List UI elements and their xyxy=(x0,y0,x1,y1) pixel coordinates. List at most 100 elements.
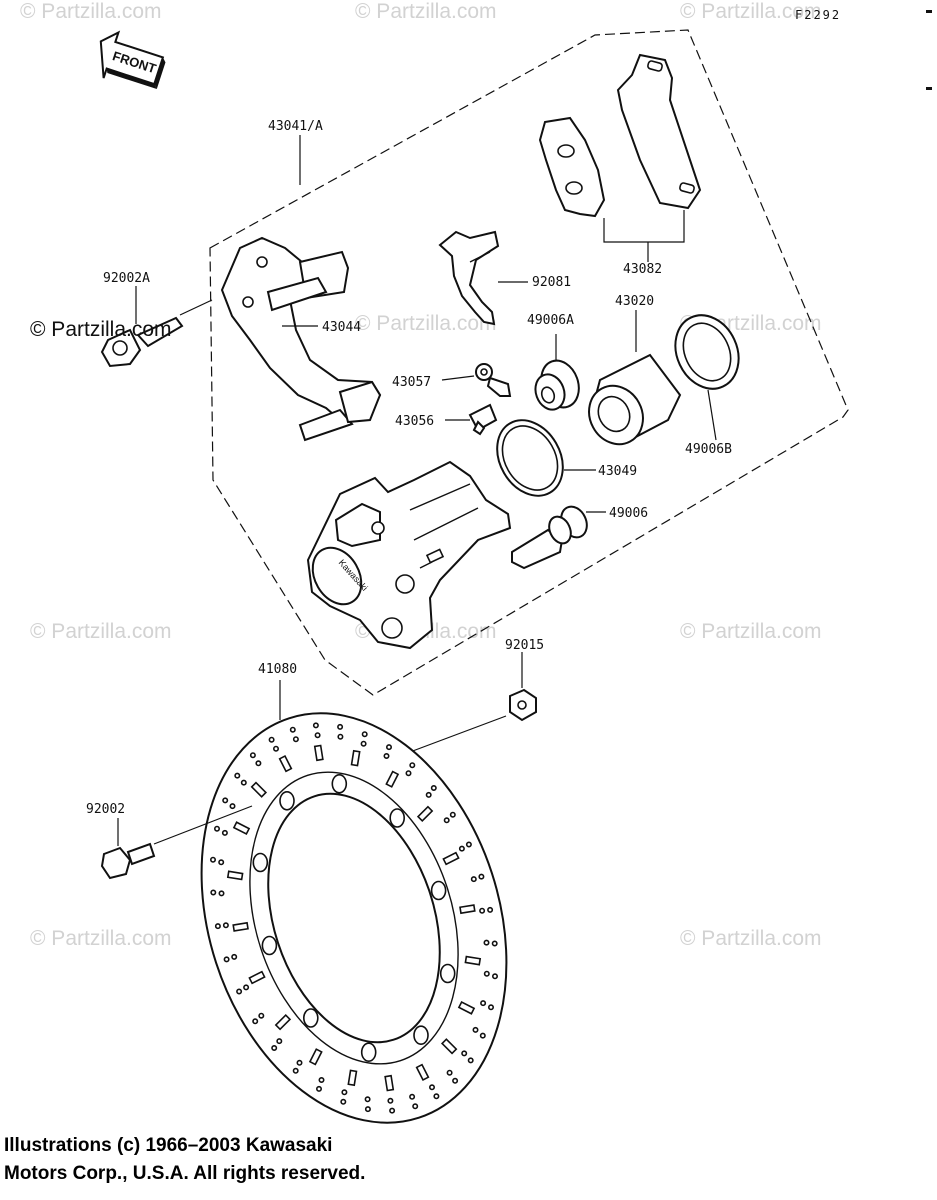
leader-92002a xyxy=(179,299,213,316)
disc-drill-hole xyxy=(337,723,344,730)
piston-seal xyxy=(674,314,740,390)
disc-drill-holes xyxy=(210,722,498,1114)
disc-drill-hole xyxy=(340,1098,347,1105)
disc-drill-hole xyxy=(428,1084,435,1091)
disc-drill-hole xyxy=(470,876,477,883)
disc-drill-hole xyxy=(360,740,367,747)
disc-slot xyxy=(274,1013,292,1031)
disc-drill-hole xyxy=(249,752,256,759)
figure-code: F2292 xyxy=(795,8,841,22)
disc-drill-hole xyxy=(433,1093,440,1100)
disc-drill-hole xyxy=(364,1096,371,1103)
disc-drill-hole xyxy=(223,956,230,963)
brake-pad-front xyxy=(538,116,606,218)
disc-drill-hole xyxy=(405,770,412,777)
piston xyxy=(588,353,682,446)
disc-slot xyxy=(440,1038,458,1055)
part-labels: 43041/A 92002A © Partzilla.com 43044 920… xyxy=(30,119,732,817)
disc-drill-hole xyxy=(480,1000,487,1007)
disc-drill-hole xyxy=(214,825,221,832)
disc-drill-hole xyxy=(236,988,243,995)
copyright-line: Illustrations (c) 1966–2003 Kawasaki xyxy=(4,1135,333,1156)
disc-drill-hole xyxy=(430,784,437,791)
disc-slot xyxy=(313,744,324,762)
disc-drill-hole xyxy=(491,973,498,980)
bleeder-valve xyxy=(468,403,498,436)
part-label: 92002A xyxy=(103,271,150,286)
brake-pad-rear xyxy=(616,53,702,210)
disc-drill-hole xyxy=(479,1032,486,1039)
leader-92015 xyxy=(409,715,507,753)
watermark: © Partzilla.com xyxy=(680,620,822,643)
front-arrow-icon: FRONT xyxy=(99,30,166,90)
disc-drill-hole xyxy=(214,923,221,930)
disc-slot xyxy=(350,749,361,767)
edge-mark xyxy=(926,87,932,90)
disc-drill-hole xyxy=(229,803,236,810)
disc-slot xyxy=(457,1000,476,1015)
watermark: © Partzilla.com xyxy=(680,0,822,23)
disc-drill-hole xyxy=(234,772,241,779)
watermark: © Partzilla.com xyxy=(355,312,497,335)
disc-drill-hole xyxy=(483,939,490,946)
disc-drill-hole xyxy=(222,797,229,804)
disc-slot xyxy=(385,770,400,788)
watermark-overlay: © Partzilla.com xyxy=(30,318,172,341)
disc-drill-hole xyxy=(289,726,296,733)
disc-drill-hole xyxy=(315,1085,322,1092)
watermark: © Partzilla.com xyxy=(20,0,162,23)
disc-drill-hole xyxy=(385,744,392,751)
disc-drill-hole xyxy=(210,889,217,896)
disc-drill-hole xyxy=(389,1107,396,1114)
disc-drill-hole xyxy=(210,856,217,863)
disc-slot xyxy=(232,921,249,932)
disc-drill-hole xyxy=(452,1077,459,1084)
disc-drill-hole xyxy=(487,1004,494,1011)
disc-drill-hole xyxy=(364,1106,371,1113)
brake-disc xyxy=(200,712,508,1124)
part-label: 43082 xyxy=(623,262,662,277)
disc-drill-hole xyxy=(446,1069,453,1076)
bolt-92002a xyxy=(100,316,184,368)
disc-drill-hole xyxy=(337,733,344,740)
disc-drill-hole xyxy=(255,760,262,767)
disc-slot xyxy=(415,1063,430,1081)
disc-mount-hole xyxy=(252,852,269,873)
disc-drill-hole xyxy=(387,1097,394,1104)
disc-drill-hole xyxy=(268,736,275,743)
disc-drill-hole xyxy=(292,736,299,743)
disc-mount-hole xyxy=(430,880,447,901)
part-label: 43057 xyxy=(392,375,431,390)
disc-drill-hole xyxy=(292,1067,299,1074)
part-label: 43041/A xyxy=(268,119,323,134)
part-label: 49006B xyxy=(685,442,732,457)
disc-slot xyxy=(459,904,476,915)
disc-drill-hole xyxy=(271,1045,278,1052)
edge-mark xyxy=(926,10,932,13)
disc-slot xyxy=(416,805,434,823)
watermark: © Partzilla.com xyxy=(30,927,172,950)
disc-drill-hole xyxy=(467,1057,474,1064)
disc-drill-hole xyxy=(243,984,250,991)
part-label: 49006A xyxy=(527,313,574,328)
disc-drill-hole xyxy=(272,745,279,752)
disc-slot xyxy=(232,821,251,836)
disc-drill-hole xyxy=(218,859,225,866)
disc-drill-hole xyxy=(252,1018,259,1025)
disc-drill-hole xyxy=(483,970,490,977)
disc-drill-hole xyxy=(221,829,228,836)
disc-drill-hole xyxy=(461,1050,468,1057)
copyright-line: Motors Corp., U.S.A. All rights reserved… xyxy=(4,1163,366,1184)
disc-drill-hole xyxy=(465,841,472,848)
disc-slot xyxy=(278,755,293,773)
part-label: 43044 xyxy=(322,320,361,335)
disc-drill-hole xyxy=(383,752,390,759)
disc-drill-hole xyxy=(314,732,321,739)
nut-92015 xyxy=(509,688,537,722)
disc-drill-hole xyxy=(449,811,456,818)
slide-pin xyxy=(511,505,588,570)
part-label: 43049 xyxy=(598,464,637,479)
bolt-92002 xyxy=(100,842,156,880)
disc-slot xyxy=(250,781,268,798)
disc-drill-hole xyxy=(361,731,368,738)
